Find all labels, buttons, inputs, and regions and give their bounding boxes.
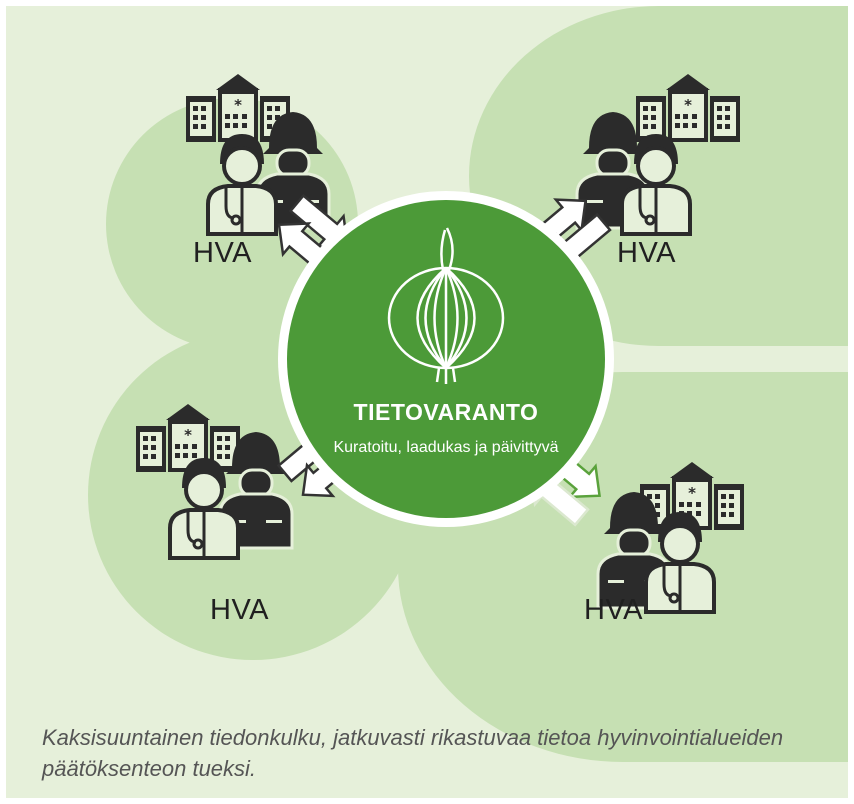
onion-icon — [387, 227, 505, 384]
diagram-caption: Kaksisuuntainen tiedonkulku, jatkuvasti … — [42, 725, 784, 781]
hva-label-top-right: HVA — [617, 237, 676, 269]
data-repository-subtitle: Kuratoitu, laadukas ja päivittyvä — [333, 439, 559, 456]
hospital-and-workers-icon — [596, 462, 744, 614]
hva-label-bottom-right: HVA — [584, 594, 643, 626]
hospital-and-workers-icon — [136, 404, 294, 560]
data-repository-node: TIETOVARANTO Kuratoitu, laadukas ja päiv… — [278, 191, 614, 527]
hva-label-top-left: HVA — [193, 237, 252, 269]
data-repository-title: TIETOVARANTO — [353, 399, 539, 425]
hva-label-bottom-left: HVA — [210, 594, 269, 626]
data-repository-disc: TIETOVARANTO Kuratoitu, laadukas ja päiv… — [287, 200, 605, 518]
